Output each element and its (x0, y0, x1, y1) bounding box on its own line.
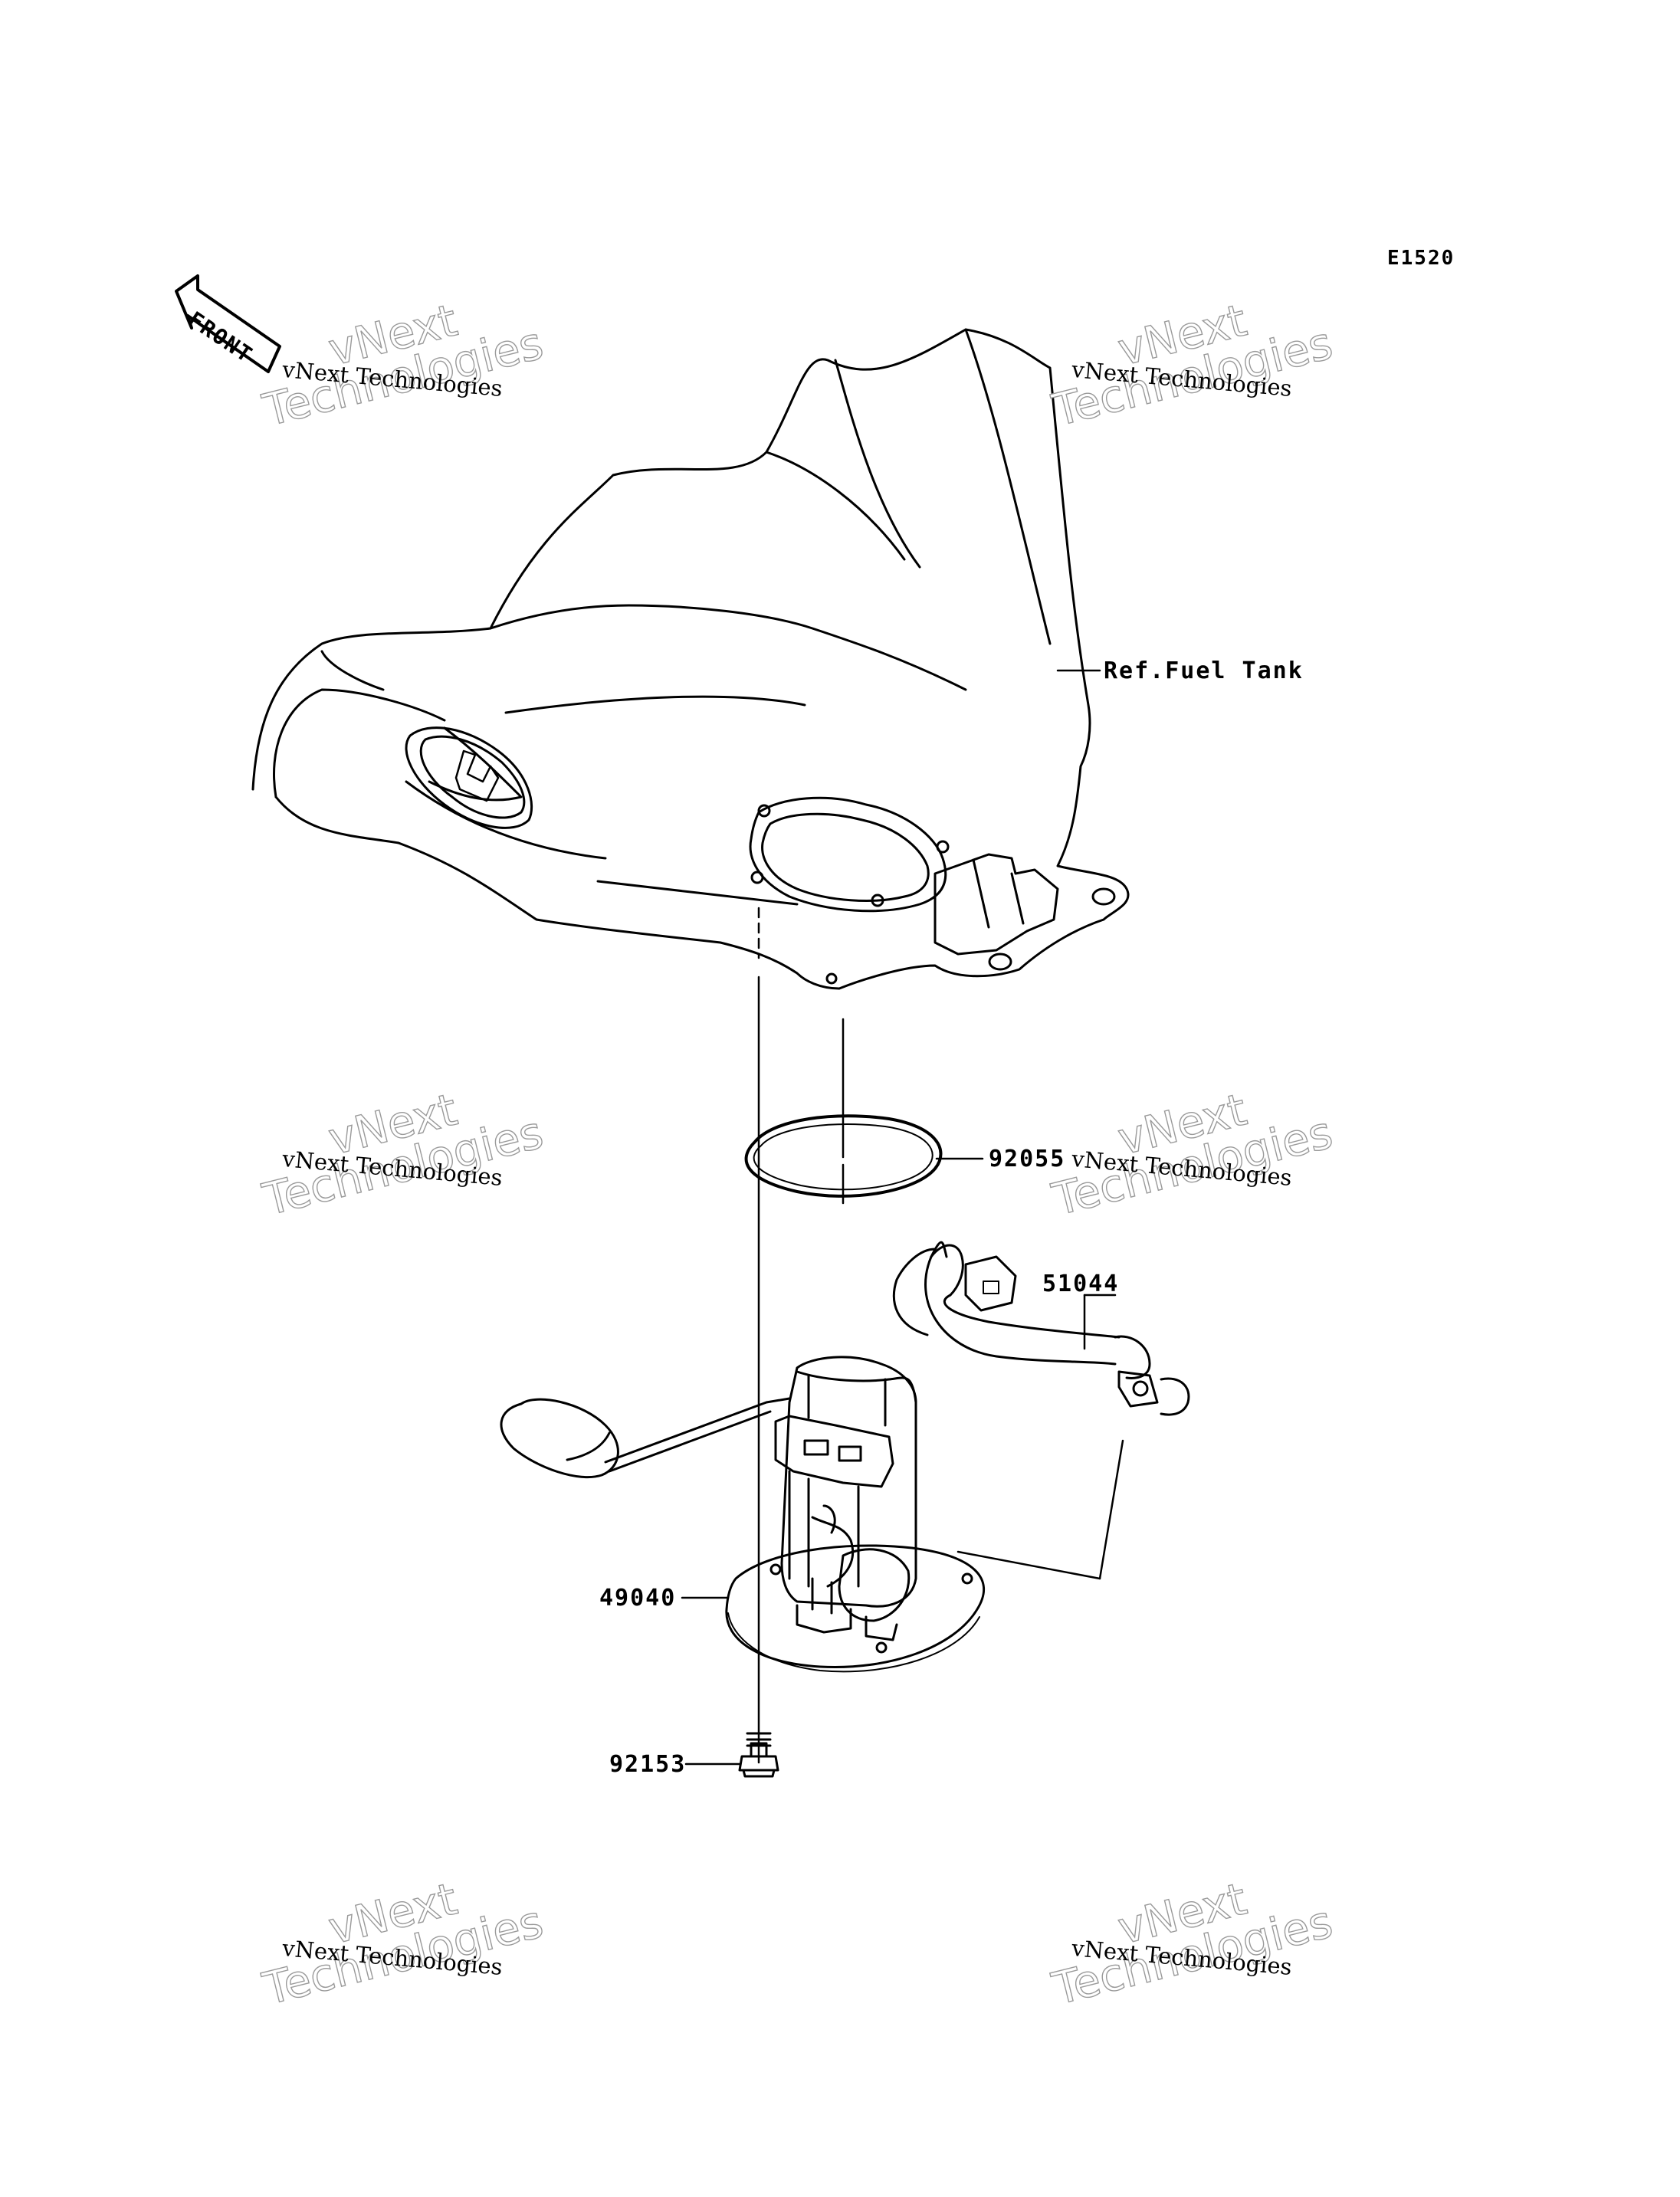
diagram-code: E1520 (1387, 247, 1455, 270)
gasket-ring (744, 1114, 943, 1198)
bolt (738, 1732, 779, 1778)
fuel-pump-assembly (500, 1356, 986, 1673)
leader-lines (681, 669, 1124, 1766)
callout-fuel-tank: Ref.Fuel Tank (1104, 657, 1304, 684)
front-arrow-icon (175, 274, 281, 373)
callout-bolt: 92153 (609, 1751, 687, 1778)
callout-hose: 51044 (1042, 1271, 1120, 1297)
callout-gasket: 92055 (989, 1146, 1066, 1172)
fuel-hose (892, 1241, 1190, 1416)
callout-pump: 49040 (599, 1585, 677, 1612)
fuel-tank (251, 328, 1130, 990)
